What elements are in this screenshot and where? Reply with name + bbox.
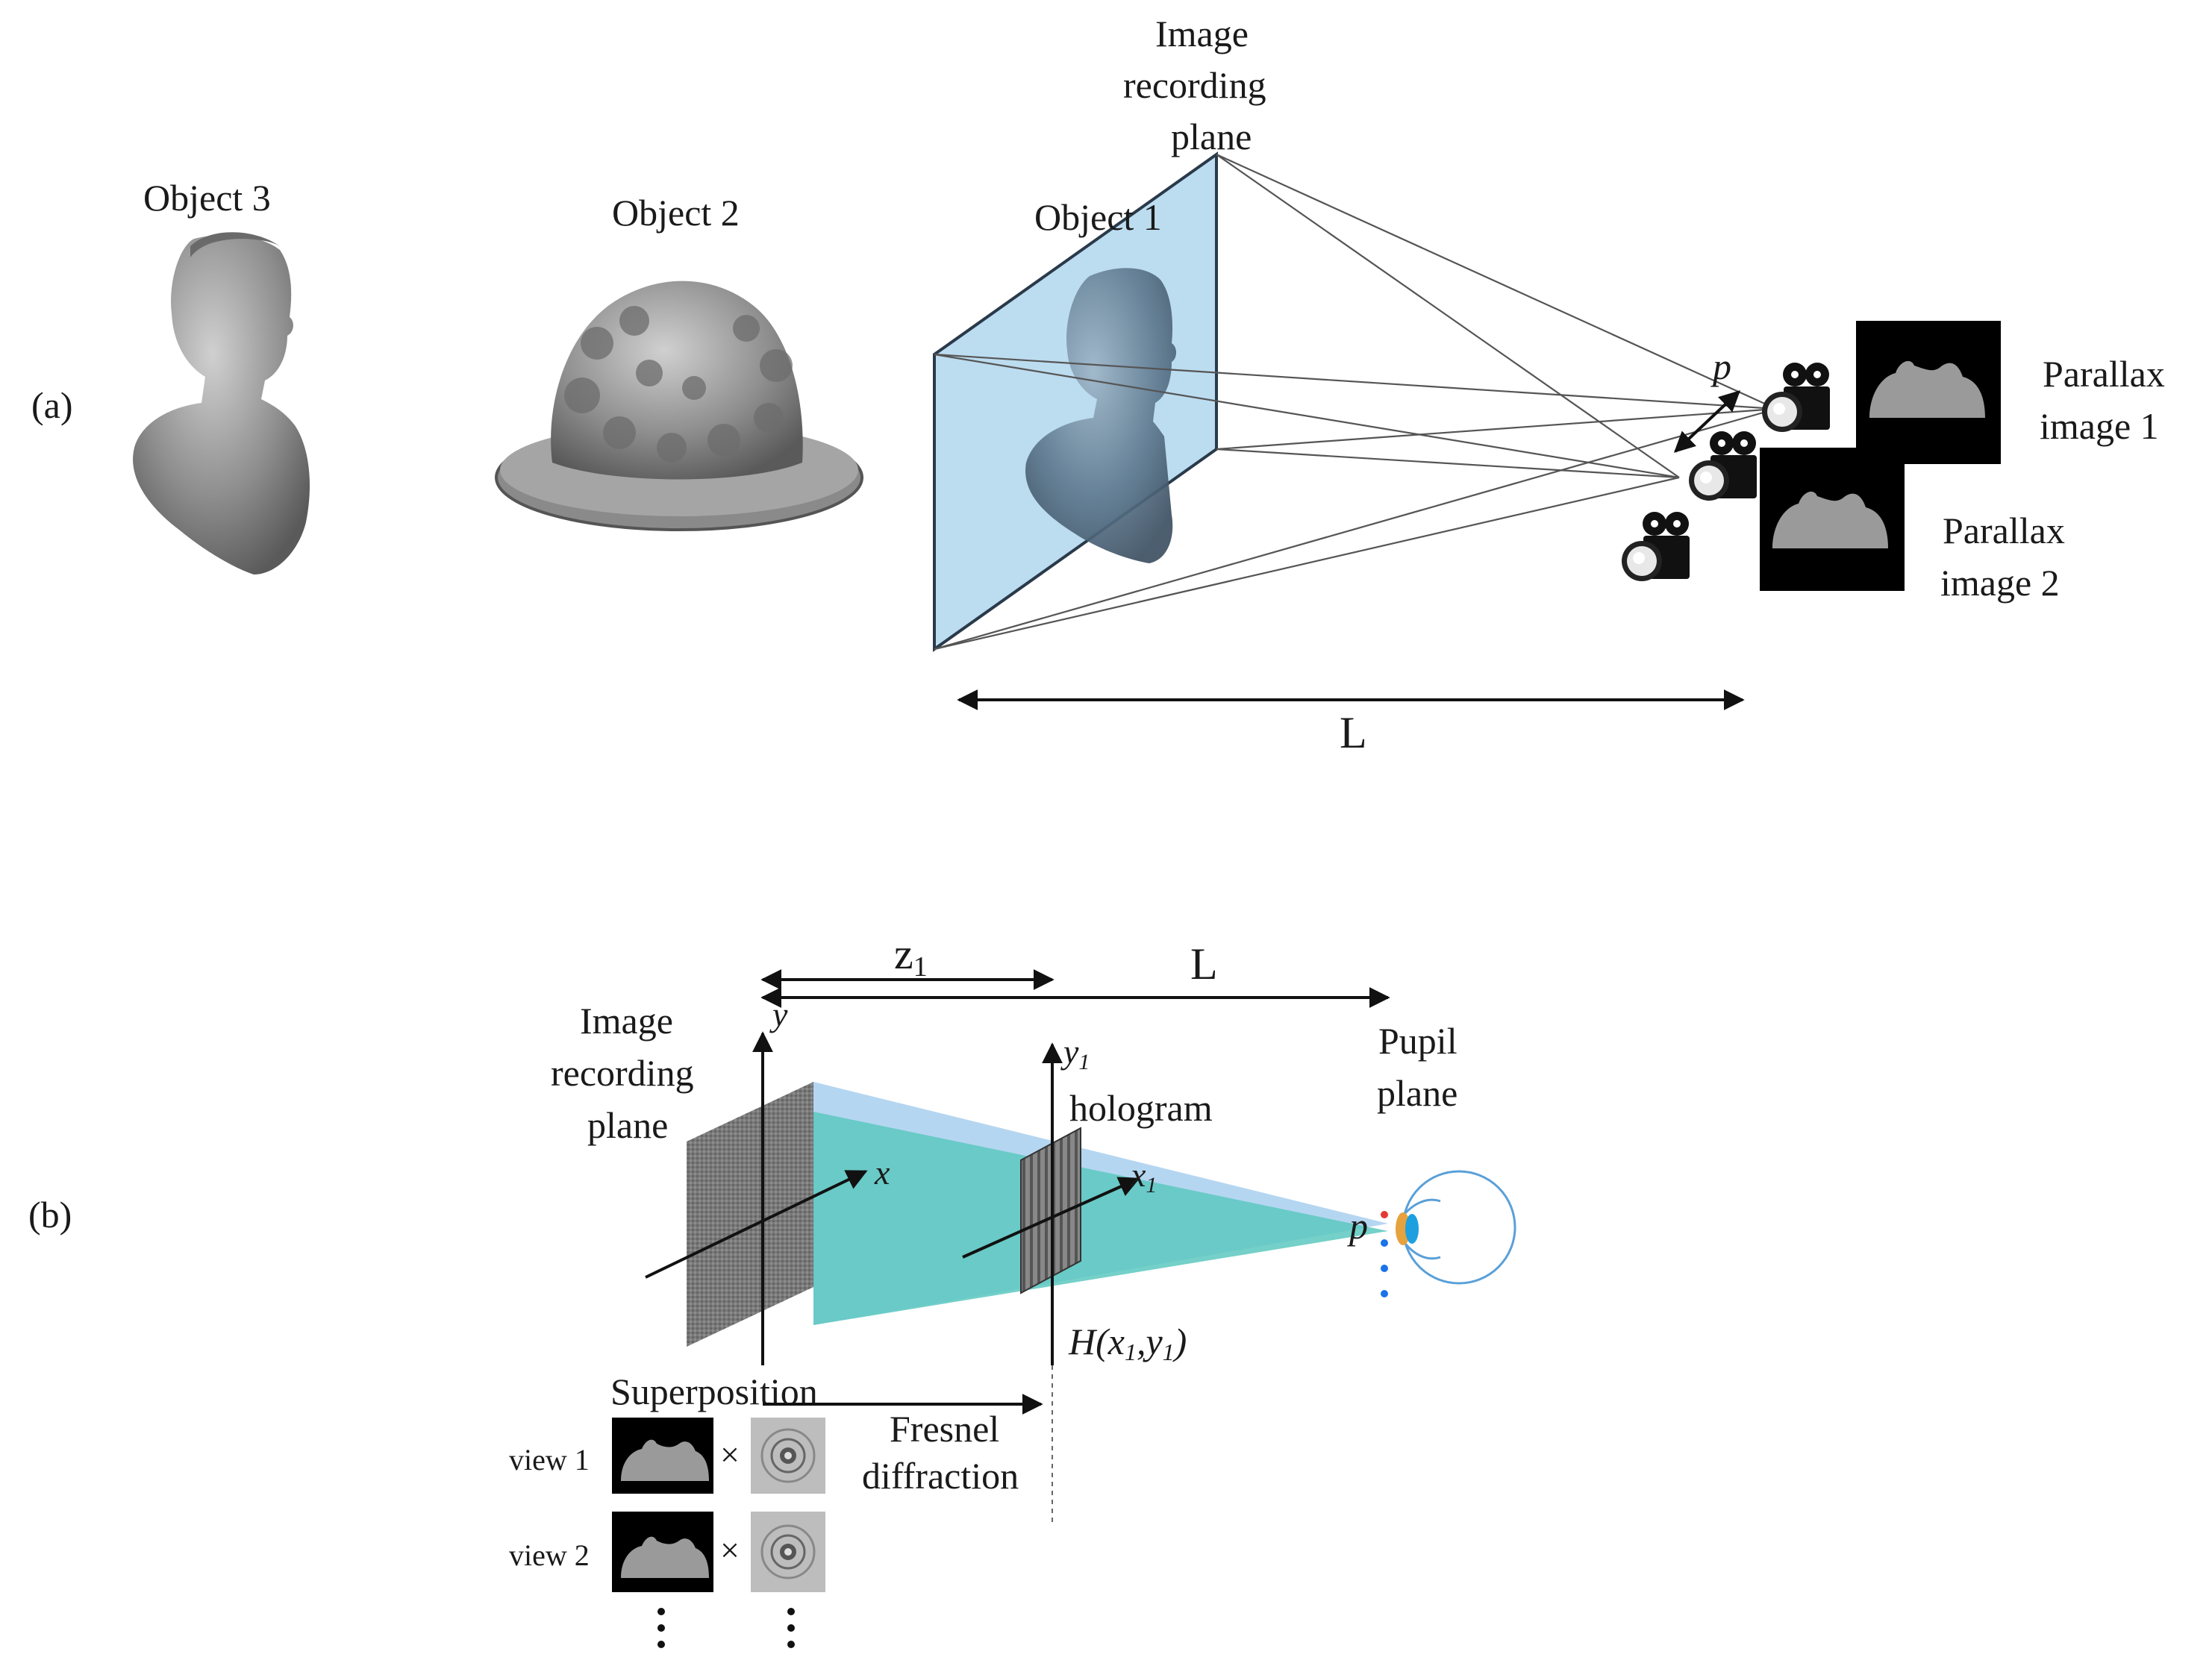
svg-text:recording: recording	[1123, 64, 1266, 106]
camera-icon-2	[1689, 431, 1757, 501]
svg-text:diffraction: diffraction	[862, 1455, 1019, 1497]
object1-bust-image	[1025, 268, 1176, 563]
x1-axis-label: x1	[1130, 1156, 1157, 1197]
x1-axis	[962, 1177, 1140, 1259]
svg-text:plane: plane	[1377, 1072, 1458, 1114]
view1-label: view 1	[509, 1443, 590, 1477]
object2-label: Object 2	[612, 192, 740, 234]
view2-image-thumbnail	[612, 1512, 713, 1592]
view1-fresnel-zone-thumbnail	[751, 1418, 825, 1494]
svg-text:recording: recording	[551, 1052, 694, 1094]
object3-label: Object 3	[143, 177, 271, 219]
object2-relief-image	[495, 281, 863, 531]
x-axis	[645, 1170, 868, 1279]
distance-label-b: L	[1190, 939, 1218, 989]
distance-label-a: L	[1340, 708, 1367, 757]
view2-fresnel-zone-thumbnail	[751, 1512, 825, 1592]
superposition-label: Superposition	[610, 1371, 818, 1412]
parallax-image-1-label: Parallax image 1	[2040, 353, 2165, 447]
more-views-ellipsis	[657, 1608, 795, 1648]
svg-text:Pupil: Pupil	[1378, 1020, 1458, 1062]
object1-label: Object 1	[1034, 196, 1162, 238]
pitch-arrow-a	[1673, 390, 1741, 453]
parallax-image-1-thumbnail	[1856, 321, 2001, 464]
eye-icon	[1396, 1170, 1516, 1285]
camera-icon-1	[1762, 363, 1830, 432]
parallax-image-2-thumbnail	[1760, 448, 1905, 591]
view2-times: ×	[720, 1531, 740, 1569]
pitch-label-a: p	[1710, 345, 1731, 387]
z1-label: z1	[894, 930, 928, 983]
svg-text:Parallax: Parallax	[2043, 353, 2165, 395]
view1-times: ×	[720, 1435, 740, 1474]
y1-axis-label: y1	[1060, 1033, 1090, 1074]
image-recording-plane-b	[687, 1082, 813, 1347]
object3-bust-image	[133, 232, 310, 574]
camera-icon-3	[1622, 512, 1690, 581]
svg-text:image 1: image 1	[2040, 405, 2159, 447]
pupil-plane-label: Pupil plane	[1377, 1020, 1458, 1114]
svg-text:Parallax: Parallax	[1943, 510, 2065, 551]
fresnel-diffraction-label: Fresnel diffraction	[862, 1408, 1019, 1497]
svg-text:Image: Image	[1155, 13, 1249, 54]
recording-plane-label-a: Image recording plane	[1123, 13, 1266, 157]
hologram-function-label: H(x1,y1)	[1068, 1321, 1187, 1365]
view2-label: view 2	[509, 1538, 590, 1572]
pupil-dots	[1381, 1211, 1388, 1297]
panel-b-label: (b)	[28, 1194, 72, 1236]
hologram-label: hologram	[1069, 1087, 1213, 1129]
svg-text:Fresnel: Fresnel	[890, 1408, 999, 1450]
panel-a-label: (a)	[31, 384, 73, 426]
x-axis-label: x	[874, 1153, 890, 1192]
teal-beam	[813, 1112, 1388, 1325]
y-axis-label: y	[769, 995, 788, 1033]
svg-text:plane: plane	[1171, 116, 1252, 157]
svg-text:plane: plane	[587, 1104, 668, 1146]
svg-text:Image: Image	[580, 1000, 673, 1042]
svg-text:image 2: image 2	[1940, 562, 2060, 604]
view1-image-thumbnail	[612, 1418, 713, 1494]
pitch-label-b: p	[1347, 1205, 1368, 1247]
parallax-image-2-label: Parallax image 2	[1940, 510, 2065, 604]
recording-plane-label-b: Image recording plane	[551, 1000, 694, 1146]
